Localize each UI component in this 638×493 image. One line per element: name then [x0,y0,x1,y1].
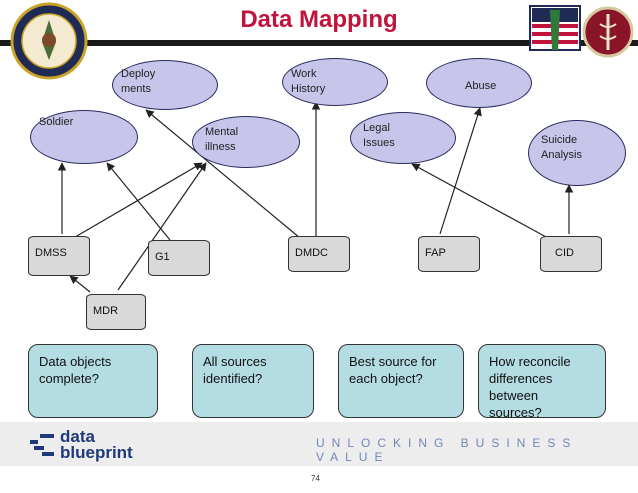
source-label: MDR [93,305,119,317]
concept-label: Soldier [39,116,74,128]
question-box-best-source: Best source for each object? [338,344,464,418]
concept-abuse: Abuse [426,58,532,108]
tagline: UNLOCKING BUSINESS VALUE [316,436,578,464]
concept-legal-issues: Legal Issues [350,112,456,164]
blueprint-logo-icon [30,434,54,456]
question-box-completeness: Data objects complete? [28,344,158,418]
source-label: FAP [425,247,446,259]
arrow-fap-abuse [439,107,482,235]
source-cid: CID [540,236,602,272]
arrow-dmdc-deployments [145,109,301,239]
source-dmss: DMSS [28,236,90,276]
concept-work-history: Work History [282,58,388,106]
medical-command-seal-icon [528,2,634,62]
source-label: DMDC [295,247,328,259]
source-fap: FAP [418,236,480,272]
arrow-mdr-mental [117,162,207,291]
data-blueprint-logo: data blueprint [30,428,160,462]
question-box-sources: All sources identified? [192,344,314,418]
source-label: CID [555,247,574,259]
page-number: 74 [311,474,320,483]
concept-label: Abuse [465,80,497,92]
concept-mental-illness: Mental illness [192,116,300,168]
concept-label: Legal Issues [363,122,395,149]
army-seal-icon [10,2,88,80]
concept-suicide-analysis: Suicide Analysis [528,120,626,186]
arrow-dmss-mental [69,162,203,241]
source-label: DMSS [35,247,67,259]
concept-soldier: Soldier [30,110,138,164]
source-label: G1 [155,251,170,263]
source-mdr: MDR [86,294,146,330]
concept-deployments: Deploy ments [112,60,218,110]
arrow-cid-legal [411,163,549,239]
concept-label: Work History [291,68,326,95]
logo-word-data: data [60,427,95,446]
page-title: Data Mapping [240,6,398,33]
concept-label: Suicide Analysis [541,134,582,161]
question-box-reconcile: How reconcile differences between source… [478,344,606,420]
arrow-g1-soldier [106,162,171,241]
arrow-mdr-dmss [69,275,91,293]
source-dmdc: DMDC [288,236,350,272]
footer-band [0,422,638,466]
header-bar [0,40,638,46]
concept-label: Mental illness [205,126,239,153]
logo-word-blueprint: blueprint [60,443,133,462]
concept-label: Deploy ments [121,68,156,95]
source-g1: G1 [148,240,210,276]
